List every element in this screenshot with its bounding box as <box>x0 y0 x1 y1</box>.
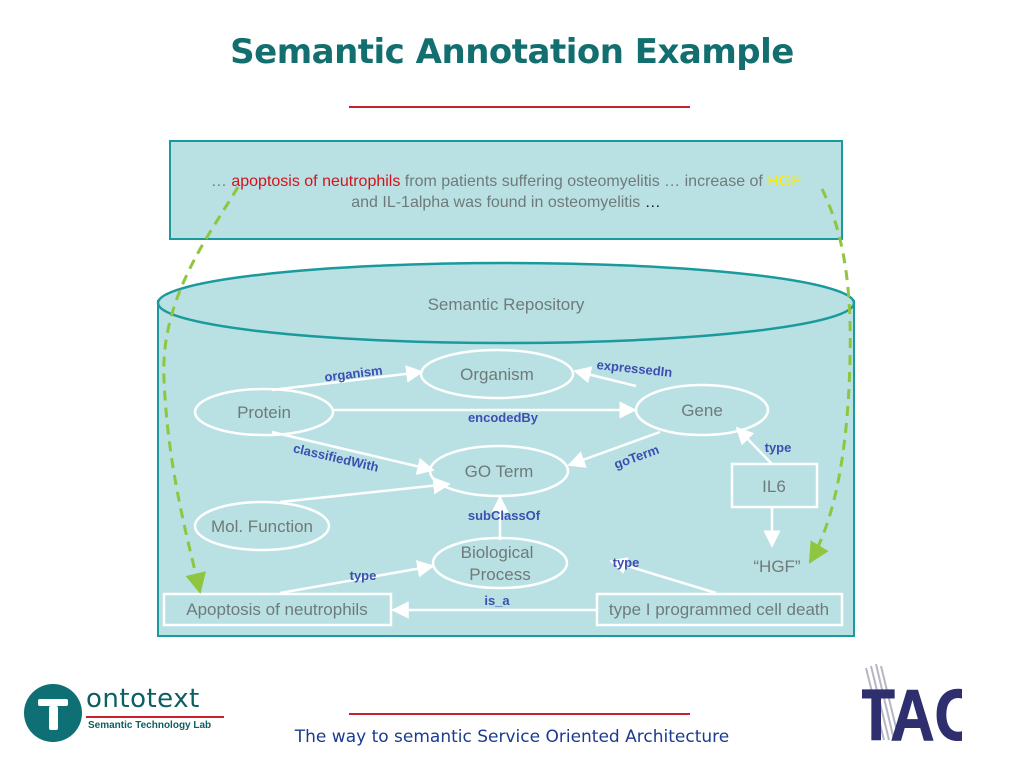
repository-body <box>157 300 855 637</box>
node-apoptosis-label: Apoptosis of neutrophils <box>186 600 367 619</box>
node-mol-function <box>193 500 331 552</box>
tao-logo-text: TAO <box>862 676 962 746</box>
node-organism-label: Organism <box>460 365 534 384</box>
node-go-term <box>428 444 570 498</box>
node-il6-label: IL6 <box>762 477 786 496</box>
node-apoptosis <box>162 592 393 627</box>
annotation-link-apoptosis <box>162 186 240 595</box>
node-hgf-label: “HGF” <box>753 557 801 576</box>
ontotext-logo-mark <box>24 684 82 742</box>
tao-logo: TAO <box>862 663 962 746</box>
edge-label-sub-class-of: subClassOf <box>468 508 541 523</box>
edge-label-type-pcd: type <box>613 555 640 570</box>
node-biological-process <box>431 536 569 590</box>
node-protein <box>193 387 335 437</box>
edge-gene-goterm <box>567 430 661 468</box>
edge-gene-organism <box>573 366 637 388</box>
node-protein-label: Protein <box>237 403 291 422</box>
snippet-line-2: and IL-1alpha was found in osteomyelitis… <box>351 194 661 211</box>
edge-label-organism: organism <box>323 363 383 385</box>
edge-il6-gene <box>735 426 773 465</box>
repository-top <box>156 261 856 345</box>
node-organism <box>419 348 575 400</box>
edge-label-type-il6: type <box>765 440 792 455</box>
ontotext-logo-name: ontotext <box>86 684 200 714</box>
title-divider <box>349 106 690 108</box>
node-gene-label: Gene <box>681 401 723 420</box>
node-gene <box>634 383 770 437</box>
node-biological-process-label-1: Biological <box>461 543 534 562</box>
snippet-line-1: … apoptosis of neutrophils from patients… <box>211 173 801 190</box>
node-mol-function-label: Mol. Function <box>211 517 313 536</box>
edge-label-is-a: is_a <box>484 593 510 608</box>
text-snippet-box <box>169 140 843 240</box>
footer-divider <box>349 713 690 715</box>
edge-molfunction-goterm <box>279 476 451 504</box>
annotation-link-hgf <box>808 188 852 564</box>
node-type-i-pcd <box>595 592 844 627</box>
edge-apoptosis-process <box>279 560 435 595</box>
slide-title: Semantic Annotation Example <box>230 32 794 72</box>
node-go-term-label: GO Term <box>465 462 534 481</box>
ontotext-logo-tagline: Semantic Technology Lab <box>88 720 212 731</box>
edge-label-encoded-by: encodedBy <box>468 410 539 425</box>
footer-tagline: The way to semantic Service Oriented Arc… <box>294 727 730 747</box>
edge-protein-organism <box>271 365 424 392</box>
ontotext-logo: ontotext Semantic Technology Lab <box>24 684 224 744</box>
repository-label: Semantic Repository <box>428 295 585 314</box>
node-biological-process-label-2: Process <box>469 565 530 584</box>
node-il6 <box>730 462 819 509</box>
edge-protein-goterm <box>271 430 435 475</box>
edge-pcd-process <box>609 557 717 595</box>
edge-label-type-apoptosis: type <box>350 568 377 583</box>
node-type-i-pcd-label: type I programmed cell death <box>609 600 829 619</box>
